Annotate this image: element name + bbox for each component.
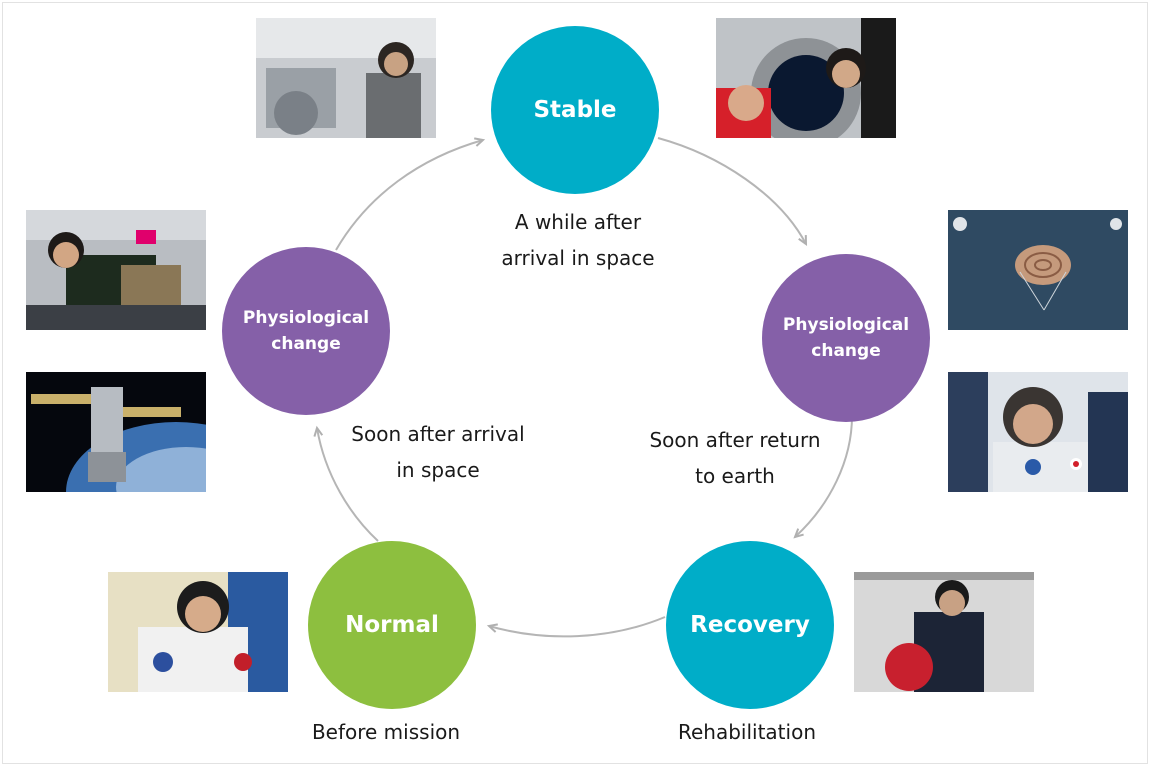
astronaut-rehabilitation-photo [854,572,1034,692]
caption-stable-line2: arrival in space [501,246,655,270]
normal-node: Normal [308,541,476,709]
stable-node: Stable [491,26,659,194]
astronaut-spacesuit-photo [108,572,288,692]
caption-arrival-line1: Soon after arrival [351,422,525,446]
caption-return: Soon after return to earth [630,422,840,494]
physio-left-line2: change [271,334,341,354]
caption-stable: A while after arrival in space [478,204,678,276]
astronaut-exercising-photo [256,18,436,138]
arrow-physio-left-to-stable [335,137,486,251]
arrow-stable-to-physio-right [657,137,808,246]
arrow-physio-right-to-recovery [793,415,853,539]
spacecraft-orbit-photo [26,372,206,492]
physio-right-line2: change [811,341,881,361]
astronaut-relaxing-photo [26,210,206,330]
capsule-parachute-photo [948,210,1128,330]
recovery-label: Recovery [690,612,810,638]
caption-stable-line1: A while after [514,210,642,234]
caption-return-line1: Soon after return [649,428,821,452]
physio-left-line1: Physiological [242,308,370,328]
normal-label: Normal [345,612,439,638]
arrow-normal-to-physio-left [313,425,379,542]
caption-before-mission: Before mission [311,720,461,744]
physio-right-line1: Physiological [782,315,910,335]
recovery-node: Recovery [666,541,834,709]
caption-arrival-line2: in space [396,458,480,482]
caption-return-line2: to earth [695,464,775,488]
arrow-recovery-to-normal [486,616,666,638]
stable-label: Stable [533,97,617,123]
astronaut-post-landing-photo [948,372,1128,492]
caption-arrival: Soon after arrival in space [328,416,548,488]
cupola-window-photo [716,18,896,138]
caption-rehabilitation: Rehabilitation [677,720,816,744]
physiological-change-node-left: Physiological change [222,247,390,415]
physiological-change-node-right: Physiological change [762,254,930,422]
